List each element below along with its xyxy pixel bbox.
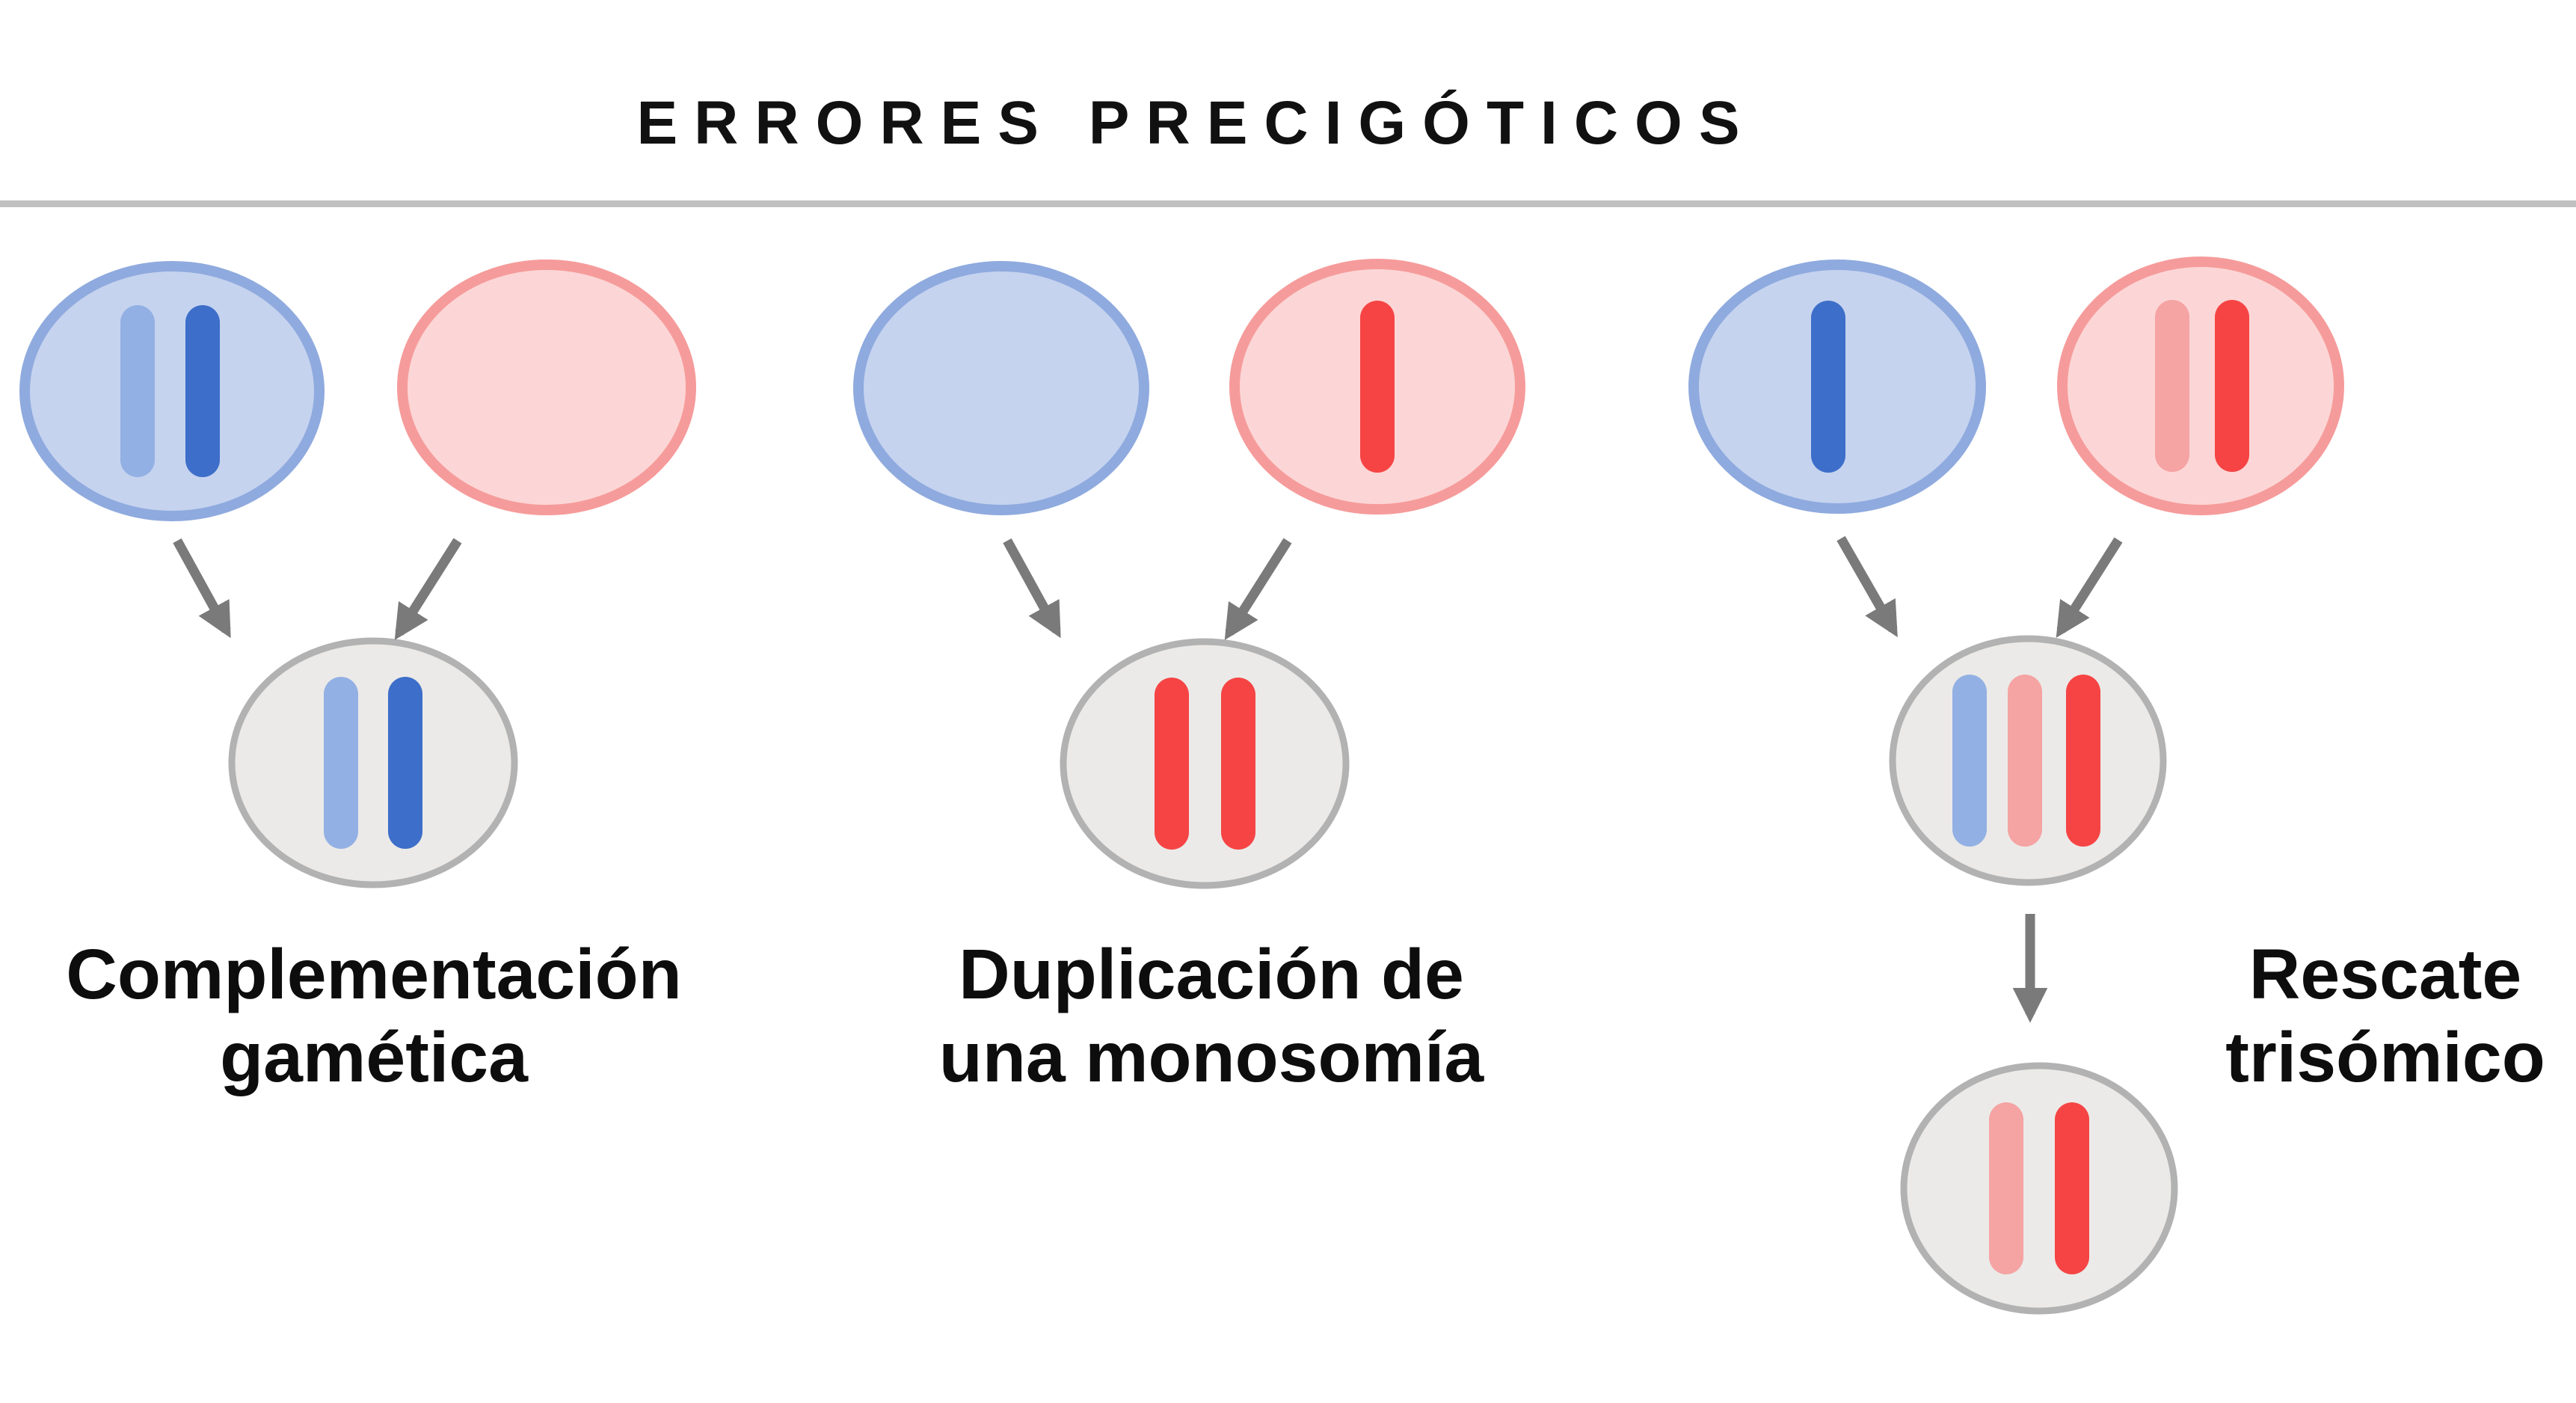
zygote-cell-trisomic <box>1889 635 2167 886</box>
gamete-cell-blue-membrane <box>853 261 1149 515</box>
chromosome-dark-blue <box>1811 301 1845 473</box>
gamete-cell-pink <box>2057 257 2344 515</box>
chromosome-light-blue <box>1952 675 1987 847</box>
chromosome-red <box>1221 678 1255 850</box>
gamete-cell-pink-membrane <box>397 260 696 515</box>
scenario-rescate-trisomico <box>1688 257 2344 1315</box>
chromosome-red <box>2066 675 2100 847</box>
chromosome-dark-blue <box>185 305 220 477</box>
chromosome-light-blue <box>324 677 358 849</box>
zygote-cell-membrane <box>228 637 518 888</box>
scenario-label-complementacion: Complementación gamética <box>66 933 681 1099</box>
scenario-label-line: una monosomía <box>938 1018 1484 1097</box>
zygote-cell <box>1060 638 1350 889</box>
zygote-cell <box>228 637 518 888</box>
fusion-arrow-left <box>1003 538 1061 639</box>
scenario-label-rescate: Rescate trisómico <box>2225 933 2545 1099</box>
embryo-cell-rescued-membrane <box>1900 1062 2178 1315</box>
gamete-cell-pink <box>397 260 696 515</box>
chromosome-light-blue <box>120 305 155 477</box>
fusion-arrow-left <box>1836 535 1898 638</box>
scenario-label-line: Complementación <box>66 935 682 1014</box>
embryo-cell-rescued <box>1900 1062 2178 1315</box>
scenario-label-line: trisómico <box>2225 1018 2545 1097</box>
fusion-arrow-left <box>173 538 231 639</box>
gamete-cell-blue <box>19 261 325 521</box>
scenario-label-duplicacion: Duplicación de una monosomía <box>939 933 1484 1099</box>
fusion-arrow-right <box>2056 537 2123 638</box>
chromosome-red <box>2215 300 2249 472</box>
chromosome-red <box>2055 1102 2089 1274</box>
scenario-label-line: gamética <box>220 1018 528 1097</box>
gamete-cell-pink <box>1229 259 1525 515</box>
zygote-cell-membrane <box>1060 638 1350 889</box>
gamete-cell-pink-membrane <box>2057 257 2344 515</box>
gamete-cell-blue <box>1688 260 1986 514</box>
scenario-label-line: Rescate <box>2248 935 2522 1014</box>
scenario-duplicacion-monosomia <box>853 259 1525 889</box>
chromosome-red <box>1155 678 1189 850</box>
fusion-arrow-right <box>394 538 462 640</box>
chromosome-dark-blue <box>388 677 422 849</box>
gamete-cell-blue <box>853 261 1149 515</box>
gamete-cell-blue-membrane <box>19 261 325 521</box>
chromosome-red <box>1360 301 1395 473</box>
page-title: ERRORES PRECIGÓTICOS <box>636 89 1756 157</box>
chromosome-light-pink <box>2008 675 2042 847</box>
divider-line <box>0 200 2576 207</box>
chromosome-light-pink <box>2155 300 2189 472</box>
fusion-arrow-right <box>1224 538 1292 640</box>
chromosome-light-pink <box>1989 1102 2023 1274</box>
scenario-complementacion-gametica <box>19 260 696 888</box>
scenario-label-line: Duplicación de <box>959 935 1464 1014</box>
